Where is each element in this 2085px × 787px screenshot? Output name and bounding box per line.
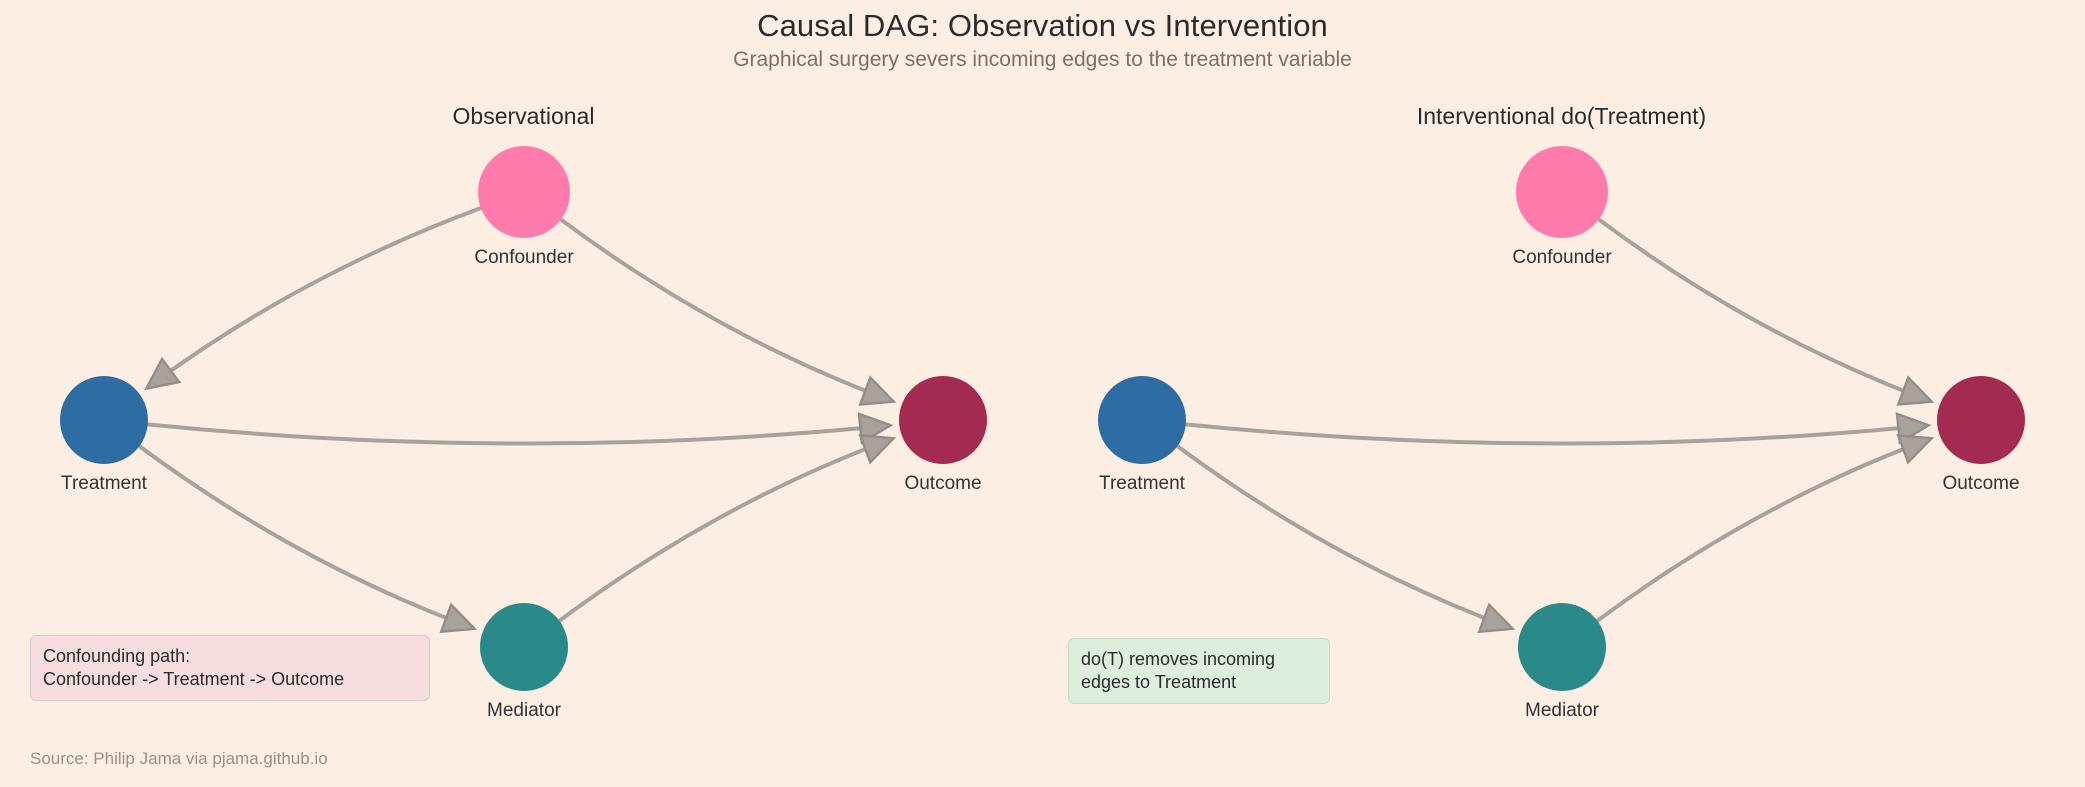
edge-interventional-treatment-to-mediator — [1176, 444, 1516, 634]
node-label-interventional-confounder: Confounder — [1512, 247, 1612, 268]
edge-observational-mediator-to-outcome — [558, 433, 897, 623]
node-interventional-mediator[interactable] — [1518, 603, 1606, 691]
node-label-observational-outcome: Outcome — [904, 473, 982, 494]
edge-interventional-treatment-to-outcome — [1184, 412, 1932, 446]
node-label-interventional-treatment: Treatment — [1099, 473, 1185, 494]
edge-observational-treatment-to-mediator — [138, 444, 478, 634]
edge-interventional-mediator-to-outcome — [1596, 433, 1935, 623]
node-label-interventional-mediator: Mediator — [1525, 700, 1599, 721]
edge-interventional-confounder-to-outcome — [1597, 218, 1935, 406]
panel-title-interventional: Interventional do(Treatment) — [1416, 103, 1707, 129]
node-observational-outcome[interactable] — [899, 376, 987, 464]
node-label-observational-confounder: Confounder — [474, 247, 574, 268]
node-label-observational-mediator: Mediator — [487, 700, 561, 721]
node-interventional-confounder[interactable] — [1516, 146, 1608, 238]
panel-title-observational: Observational — [452, 103, 595, 129]
source-footer: Source: Philip Jama via pjama.github.io — [30, 749, 328, 768]
node-observational-treatment[interactable] — [60, 376, 148, 464]
edge-observational-treatment-to-outcome — [146, 412, 894, 446]
note-interventional: do(T) removes incoming edges to Treatmen… — [1068, 638, 1330, 705]
page-title: Causal DAG: Observation vs Intervention — [757, 8, 1328, 43]
page-subtitle: Graphical surgery severs incoming edges … — [733, 48, 1352, 71]
node-observational-mediator[interactable] — [480, 603, 568, 691]
node-label-interventional-outcome: Outcome — [1942, 473, 2020, 494]
node-interventional-outcome[interactable] — [1937, 376, 2025, 464]
edge-observational-confounder-to-treatment — [143, 206, 482, 391]
node-interventional-treatment[interactable] — [1098, 376, 1186, 464]
note-observational: Confounding path: Confounder -> Treatmen… — [30, 635, 430, 702]
node-observational-confounder[interactable] — [478, 146, 570, 238]
node-label-observational-treatment: Treatment — [61, 473, 147, 494]
edge-observational-confounder-to-outcome — [559, 218, 897, 406]
